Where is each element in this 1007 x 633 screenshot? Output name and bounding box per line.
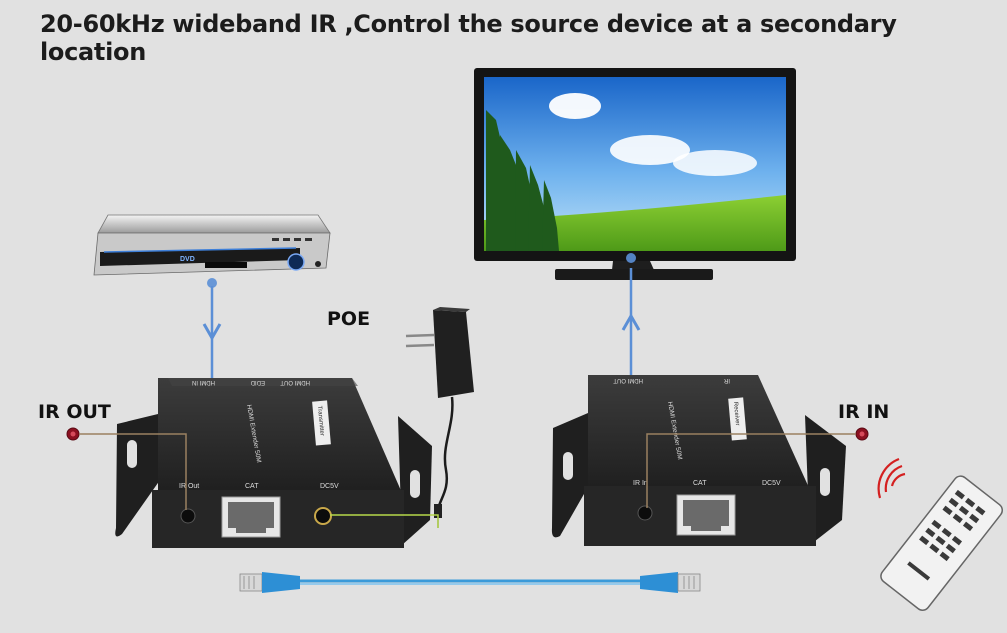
transmitter-port-dc5v: DC5V xyxy=(320,483,339,490)
transmitter-top-port-1: HDMI IN xyxy=(192,379,215,385)
ir-out-label: IR OUT xyxy=(38,401,111,423)
receiver-top-port-2: IR xyxy=(723,377,730,383)
remote-control xyxy=(877,457,1004,611)
receiver-top-port-1: HDMI OUT xyxy=(613,377,643,383)
ir-in-line xyxy=(646,427,869,508)
tv-monitor xyxy=(474,68,796,280)
transmitter-unit: Transmitter HDMI Extender 50M HDMI IN ED… xyxy=(115,378,432,548)
transmitter-top-port-3: HDMI OUT xyxy=(280,379,310,385)
transmitter-tag: Transmitter xyxy=(316,406,325,437)
ir-out-line xyxy=(66,427,187,510)
poe-label: POE xyxy=(327,308,371,330)
receiver-tag: Receiver xyxy=(732,402,740,426)
ir-in-label: IR IN xyxy=(838,401,890,423)
transmitter-port-cat: CAT xyxy=(245,483,259,490)
cat-cable xyxy=(239,572,701,593)
transmitter-port-ir-out: IR Out xyxy=(179,483,199,490)
dvd-player: DVD xyxy=(93,214,331,288)
page-title: 20-60kHz wideband IR ,Control the source… xyxy=(40,10,897,66)
power-line xyxy=(330,514,439,528)
dvd-badge: DVD xyxy=(180,256,195,263)
receiver-port-dc5v: DC5V xyxy=(762,480,781,487)
receiver-unit: Receiver HDMI Extender 50M HDMI OUT IR I… xyxy=(551,375,846,546)
receiver-port-cat: CAT xyxy=(693,480,707,487)
receiver-port-ir-in: IR In xyxy=(633,480,648,487)
transmitter-top-port-2: EDID xyxy=(250,379,265,385)
hdmi-signal-arrows xyxy=(202,268,641,378)
